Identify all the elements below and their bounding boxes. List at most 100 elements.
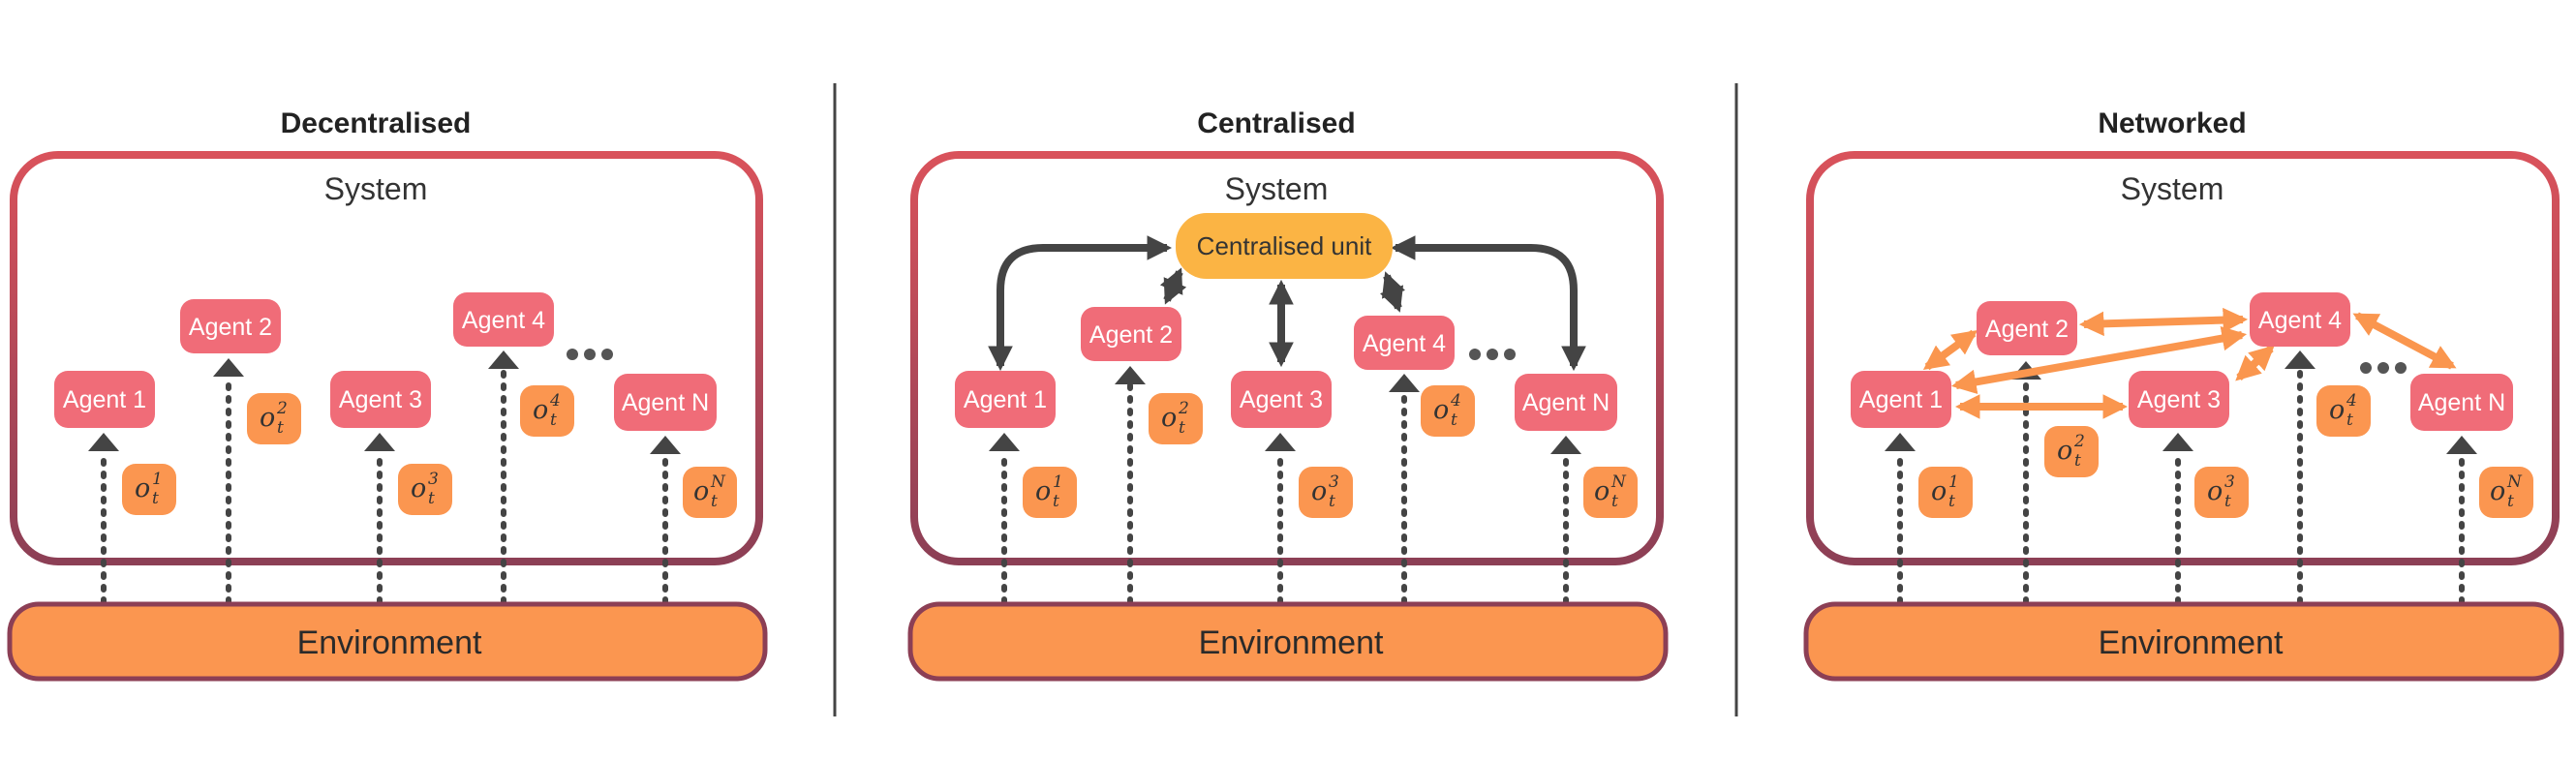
observation-badge-3: o 3 t — [2194, 467, 2249, 518]
environment-bar: Environment — [907, 601, 1669, 682]
arrow-agent-4-agent-n — [2352, 312, 2457, 370]
svg-text:Agent 2: Agent 2 — [1985, 316, 2069, 343]
arrow-unit-agent-2 — [1159, 267, 1187, 305]
observation-badge-2: o 2 t — [2044, 426, 2099, 477]
svg-text:o: o — [260, 403, 275, 433]
observation-lines — [1897, 368, 2465, 605]
observation-badge-4: o 4 t — [520, 385, 574, 437]
svg-text:3: 3 — [428, 470, 439, 489]
svg-text:Agent 1: Agent 1 — [1859, 386, 1943, 413]
svg-text:o: o — [1594, 476, 1610, 506]
svg-text:t: t — [277, 418, 284, 438]
agent-4: Agent 4 — [1354, 316, 1455, 370]
svg-text:o: o — [2490, 476, 2505, 506]
svg-text:Agent N: Agent N — [2418, 389, 2505, 416]
observation-arrowheads — [88, 350, 681, 454]
svg-text:Agent 4: Agent 4 — [2258, 307, 2342, 334]
svg-text:Agent 4: Agent 4 — [462, 307, 545, 334]
system-label: System — [1225, 171, 1329, 206]
svg-text:o: o — [411, 473, 426, 503]
svg-text:3: 3 — [2224, 472, 2235, 492]
arrow-agent-2-agent-4 — [2078, 307, 2249, 337]
svg-text:o: o — [1931, 476, 1947, 506]
arrow-agent-3-agent-4 — [2235, 345, 2275, 381]
observation-badge-2: o 2 t — [247, 393, 301, 444]
svg-text:N: N — [1610, 472, 1627, 492]
observation-badge-n: o N t — [683, 467, 737, 518]
arrow-unit-agent-4 — [1379, 271, 1406, 313]
svg-text:t: t — [1179, 418, 1185, 438]
svg-text:t: t — [2507, 492, 2514, 511]
svg-text:o: o — [2207, 476, 2223, 506]
svg-text:Agent N: Agent N — [1522, 389, 1610, 416]
ellipsis-dots — [567, 349, 613, 360]
observation-lines — [101, 368, 668, 605]
observation-badge-4: o 4 t — [2316, 385, 2371, 437]
svg-text:Environment: Environment — [297, 624, 482, 661]
arrow-agent-1-agent-4 — [1950, 325, 2248, 395]
system-label: System — [324, 171, 428, 206]
agent-3: Agent 3 — [2129, 371, 2229, 428]
svg-text:t: t — [1611, 492, 1618, 511]
agent-1: Agent 1 — [54, 371, 155, 428]
svg-text:t: t — [1948, 492, 1955, 511]
svg-text:o: o — [693, 476, 709, 506]
arrow-unit-agent-n — [1390, 235, 1586, 372]
panel-title: Decentralised — [281, 107, 472, 139]
network-arrows — [1922, 307, 2457, 419]
panel-centralised: Centralised System C — [907, 107, 1669, 682]
observation-badge-3: o 3 t — [1299, 467, 1353, 518]
agent-n: Agent N — [2410, 374, 2513, 431]
observation-badge-n: o N t — [1583, 467, 1638, 518]
svg-text:Agent N: Agent N — [622, 389, 709, 416]
agent-1: Agent 1 — [1851, 371, 1951, 428]
svg-text:Agent 1: Agent 1 — [964, 386, 1047, 413]
svg-text:N: N — [710, 472, 726, 492]
svg-text:o: o — [2057, 436, 2072, 466]
agent-n: Agent N — [1515, 374, 1617, 431]
observation-badge-1: o 1 t — [1918, 467, 1973, 518]
svg-text:1: 1 — [1053, 472, 1063, 492]
observation-badge-1: o 1 t — [1023, 467, 1077, 518]
svg-text:t: t — [428, 489, 435, 508]
svg-text:Environment: Environment — [1199, 624, 1384, 661]
svg-text:Agent 3: Agent 3 — [339, 386, 422, 413]
svg-text:Agent 4: Agent 4 — [1363, 330, 1446, 357]
agent-2: Agent 2 — [1081, 307, 1181, 361]
svg-text:Environment: Environment — [2099, 624, 2284, 661]
svg-text:Agent 2: Agent 2 — [189, 314, 272, 341]
agent-3: Agent 3 — [1231, 371, 1332, 428]
environment-bar: Environment — [1803, 601, 2564, 682]
system-label: System — [2121, 171, 2224, 206]
svg-text:Agent 3: Agent 3 — [1240, 386, 1323, 413]
svg-text:o: o — [1035, 476, 1051, 506]
svg-text:2: 2 — [276, 399, 288, 418]
svg-text:t: t — [1329, 492, 1335, 511]
observation-badge-n: o N t — [2479, 467, 2533, 518]
observation-badge-3: o 3 t — [398, 464, 452, 515]
svg-text:Agent 2: Agent 2 — [1089, 321, 1173, 349]
arrow-unit-agent-1 — [988, 235, 1173, 372]
svg-text:t: t — [2224, 492, 2231, 511]
centralised-unit: Centralised unit — [1176, 213, 1393, 279]
svg-text:t: t — [550, 411, 557, 430]
svg-text:t: t — [1053, 492, 1059, 511]
observation-badge-2: o 2 t — [1149, 393, 1203, 444]
svg-text:t: t — [152, 489, 159, 508]
svg-text:o: o — [1433, 395, 1449, 425]
svg-text:t: t — [711, 492, 718, 511]
svg-text:1: 1 — [152, 470, 163, 489]
svg-text:o: o — [2329, 395, 2345, 425]
svg-text:2: 2 — [1178, 399, 1189, 418]
svg-text:o: o — [1161, 403, 1177, 433]
ellipsis-dots — [2360, 362, 2407, 374]
svg-text:o: o — [1311, 476, 1327, 506]
svg-text:o: o — [533, 395, 548, 425]
svg-text:o: o — [135, 473, 150, 503]
observation-badge-1: o 1 t — [122, 464, 176, 515]
svg-text:4: 4 — [549, 391, 561, 411]
observation-arrowheads — [989, 366, 1581, 454]
panel-decentralised: Decentralised System Agent 1 Agent 2 — [7, 107, 768, 682]
svg-text:3: 3 — [1329, 472, 1339, 492]
